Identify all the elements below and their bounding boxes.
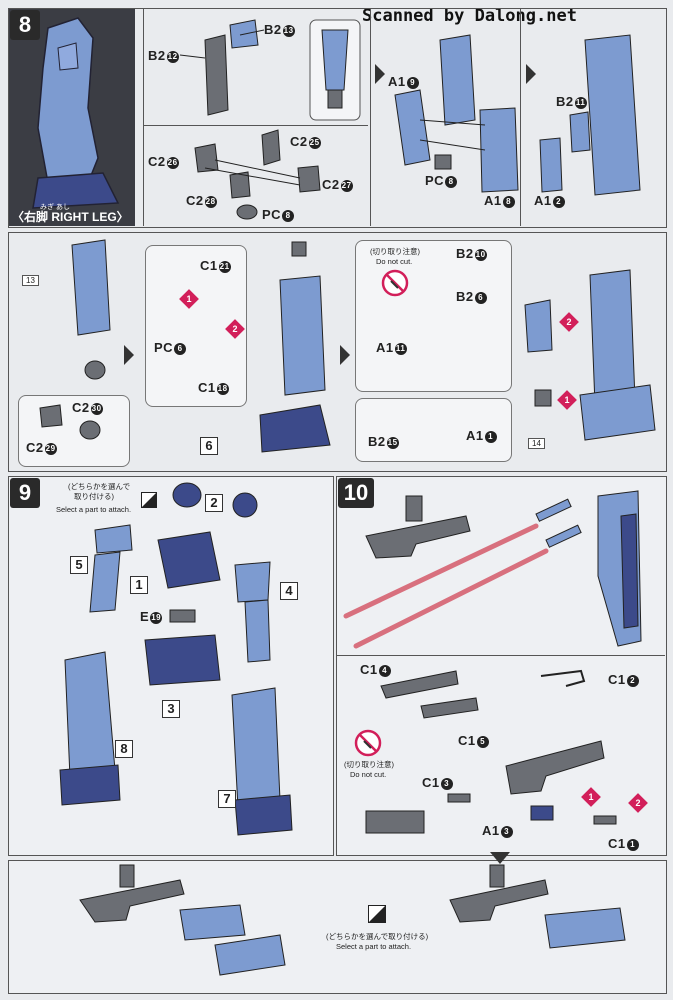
step-arrow [375,64,385,84]
right-leg-illustration [32,17,120,209]
no-cut-icon [354,729,382,757]
divider [520,8,521,226]
cut-note-jp: (切り取り注意) [370,247,420,256]
order-marker-1: 1 [581,787,601,807]
bottom-drawings [79,864,626,976]
leg-title: 〈右脚 RIGHT LEG〉 [12,210,129,224]
step-arrow [526,64,536,84]
part-box-2: 2 [205,494,223,512]
inset-a1-11 [355,240,512,392]
watermark: Scanned by Dalong.net [362,6,577,26]
no-cut-icon [381,269,409,297]
order-marker-2b: 2 [559,312,579,332]
step10-number: 10 [338,478,374,508]
inset-b2-15 [355,398,512,462]
cut-note-en: Do not cut. [350,770,387,779]
inset-c2-drawing [39,404,101,440]
order-marker-2: 2 [225,319,245,339]
part-box-6: 6 [200,437,218,455]
inset-c2 [18,395,130,467]
select-one-icon [141,492,157,508]
select-jp-line2: 取り付ける) [74,492,114,501]
leg-reference-panel [8,8,135,226]
divider [143,8,144,226]
down-arrow [490,852,510,864]
step8-bottom-frame [8,232,667,472]
part-box-3: 3 [162,700,180,718]
order-marker-1: 1 [179,289,199,309]
tag-13: 13 [22,275,39,286]
select-one-icon [368,905,386,923]
tag-14: 14 [528,438,545,449]
part-box-7: 7 [218,790,236,808]
order-marker-1b: 1 [557,390,577,410]
part-box-1: 1 [130,576,148,594]
step8-top-drawings [179,19,641,220]
cut-note-jp: (切り取り注意) [344,760,394,769]
part-box-8: 8 [115,740,133,758]
step8-top-frame [8,8,667,228]
leg-furigana: みぎ あし [40,204,70,211]
select-jp: (どちらかを選んで取り付ける) [326,932,429,941]
divider [143,125,368,126]
step10-drawings [343,490,642,834]
step9-drawings [59,482,293,836]
divider [370,8,371,226]
step8-number: 8 [10,10,40,40]
step9-number: 9 [10,478,40,508]
step-arrow [124,345,134,365]
step-arrow [340,345,350,365]
part-box-4: 4 [280,582,298,600]
select-en: Select a part to attach. [336,942,412,951]
select-en: Select a part to attach. [56,505,132,514]
order-marker-2: 2 [628,793,648,813]
select-jp-line1: (どちらかを選んで [68,482,131,491]
cut-note-en: Do not cut. [376,257,413,266]
divider [336,655,665,656]
part-box-5: 5 [70,556,88,574]
